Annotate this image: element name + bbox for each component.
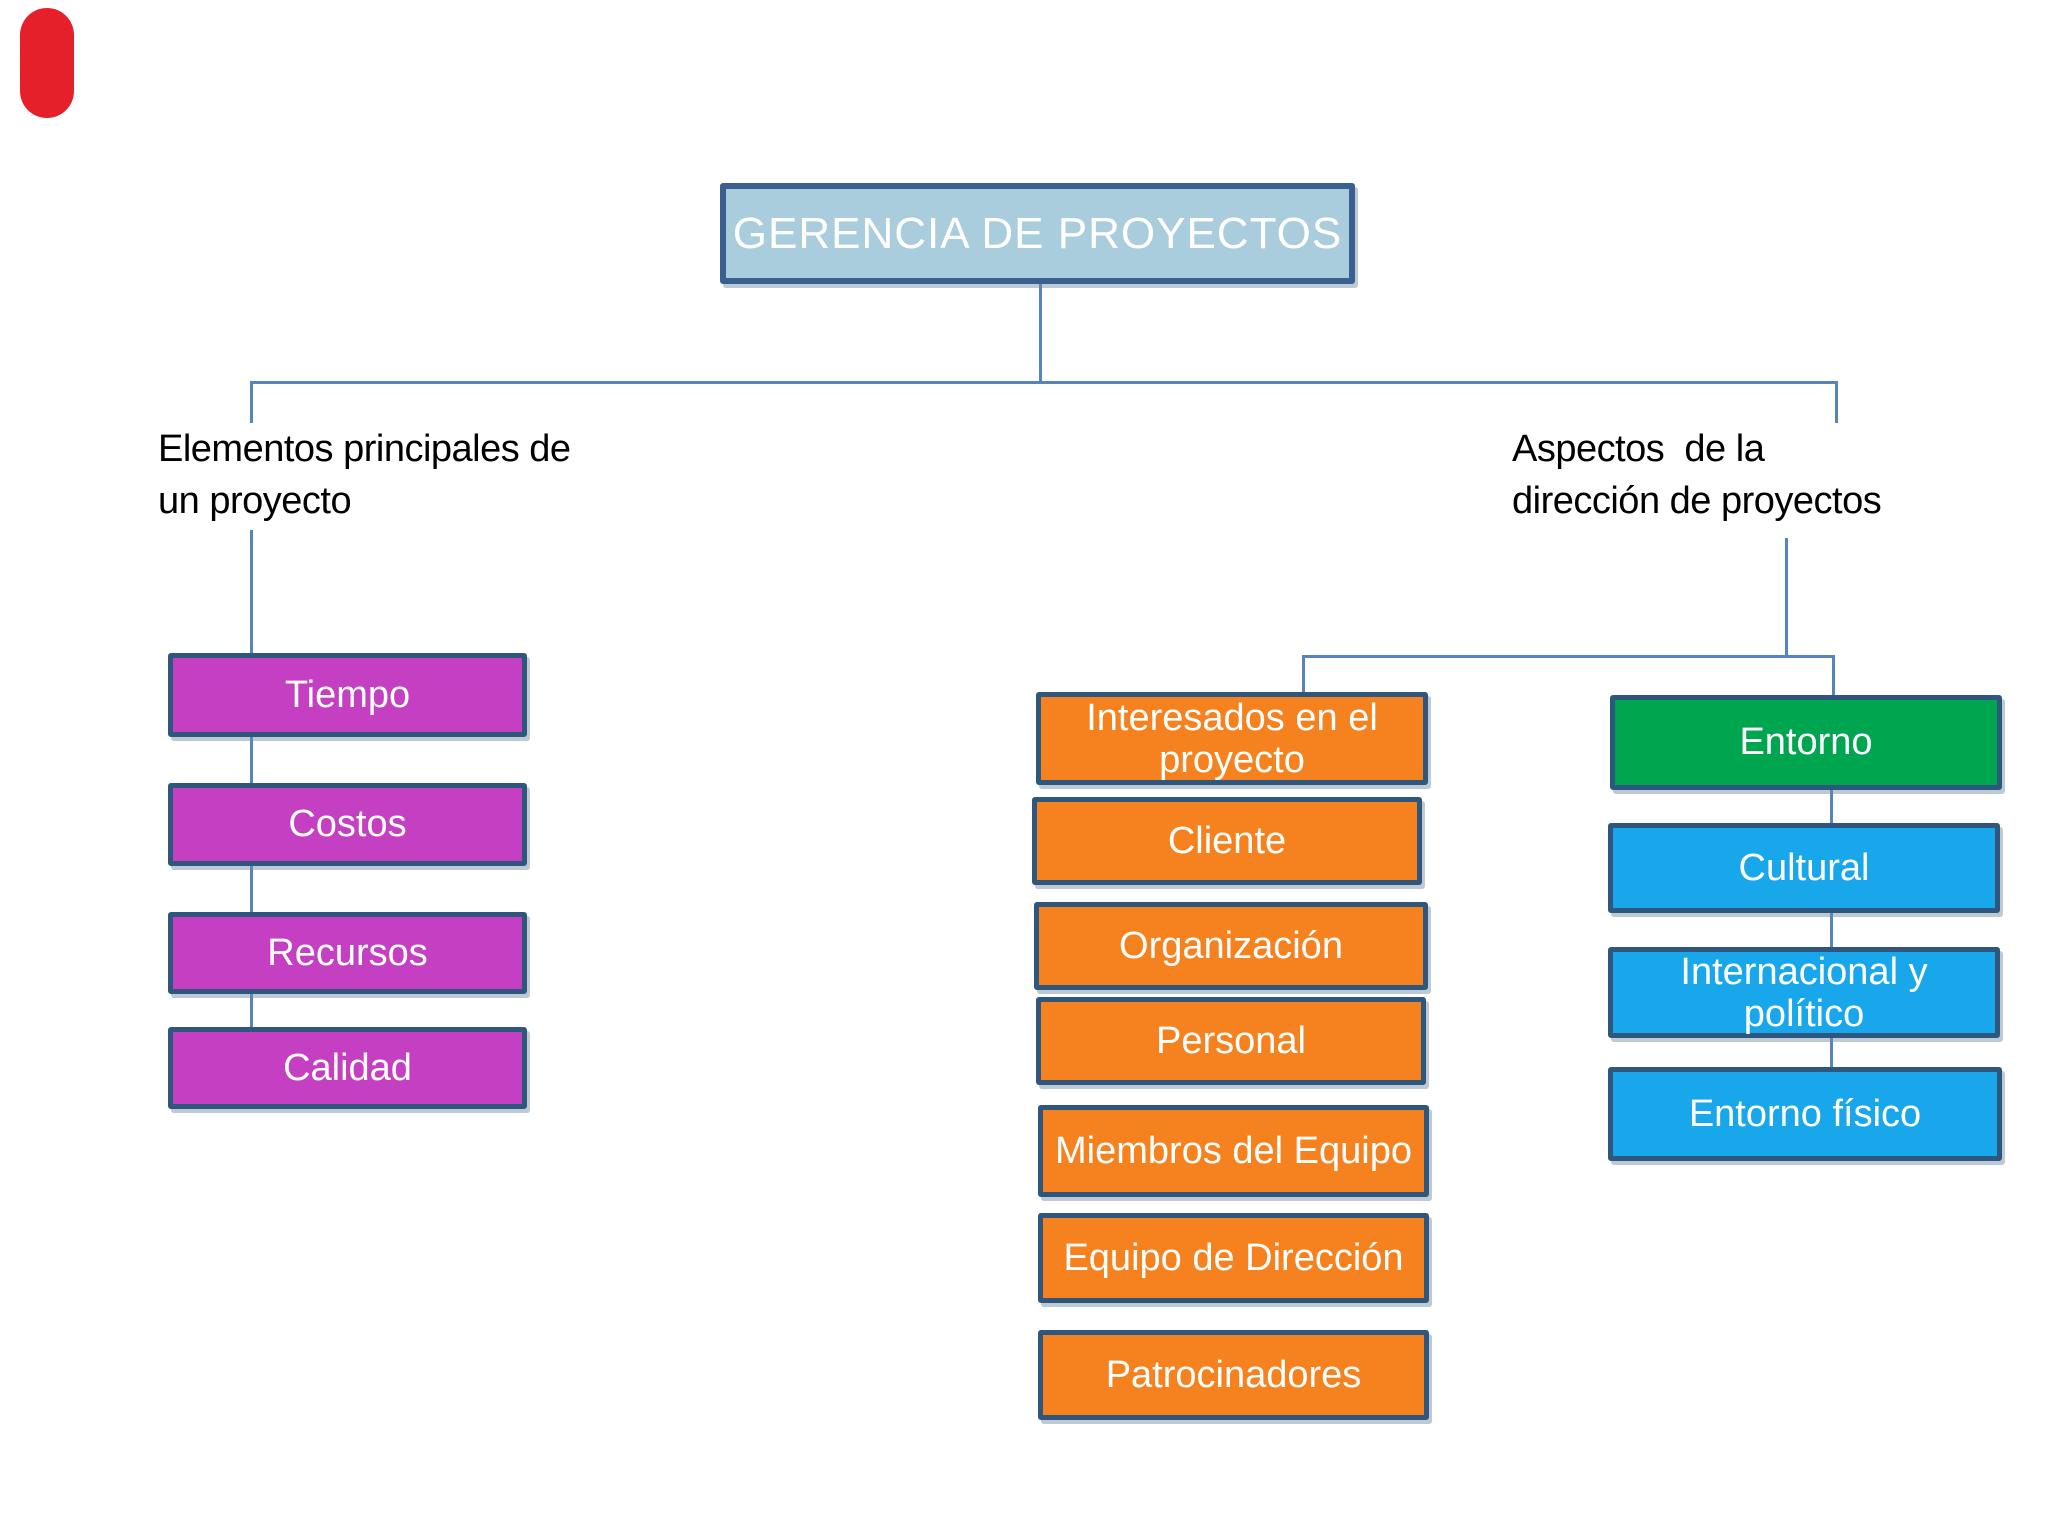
node-entorno: Entorno <box>1610 695 2002 790</box>
connector-right-branch-tick <box>1835 381 1838 423</box>
node-recursos: Recursos <box>168 912 527 994</box>
node-calidad: Calidad <box>168 1027 527 1109</box>
connector-internacional-fisico <box>1830 1036 1833 1069</box>
page-title: GERENCIA DE PROYECTOS <box>732 208 1343 258</box>
node-interesados-en-el-proyecto: Interesados en el proyecto <box>1036 692 1428 785</box>
node-internacional-y-politico: Internacional y político <box>1608 947 2000 1038</box>
connector-tiempo-costos <box>250 735 253 785</box>
branch-label-right: Aspectos de la dirección de proyectos <box>1512 428 1882 522</box>
node-equipo-de-direccion: Equipo de Dirección <box>1038 1213 1429 1303</box>
connector-recursos-calidad <box>250 992 253 1029</box>
node-entorno-fisico: Entorno físico <box>1608 1067 2002 1161</box>
connector-title-stem <box>1039 284 1042 381</box>
red-marker <box>20 8 74 118</box>
node-costos: Costos <box>168 783 527 866</box>
connector-left-branch-tick <box>250 381 253 423</box>
connector-right-label-stem <box>1785 538 1788 657</box>
node-tiempo: Tiempo <box>168 653 527 737</box>
connector-main-horizontal <box>251 381 1837 384</box>
title-box: GERENCIA DE PROYECTOS <box>720 183 1355 284</box>
connector-entorno-cultural <box>1830 788 1833 825</box>
node-organizacion: Organización <box>1034 902 1428 990</box>
connector-cultural-internacional <box>1830 911 1833 949</box>
connector-costos-recursos <box>250 864 253 914</box>
node-miembros-del-equipo: Miembros del Equipo <box>1038 1105 1429 1197</box>
connector-drop-interesados <box>1302 655 1305 695</box>
node-personal: Personal <box>1036 997 1426 1085</box>
connector-right-horizontal <box>1302 655 1835 658</box>
node-patrocinadores: Patrocinadores <box>1038 1330 1429 1420</box>
node-cultural: Cultural <box>1608 823 2000 913</box>
connector-left-label-stem <box>250 530 253 653</box>
connector-drop-entorno <box>1832 655 1835 698</box>
branch-label-left: Elementos principales de un proyecto <box>158 428 571 522</box>
node-cliente: Cliente <box>1032 797 1422 885</box>
